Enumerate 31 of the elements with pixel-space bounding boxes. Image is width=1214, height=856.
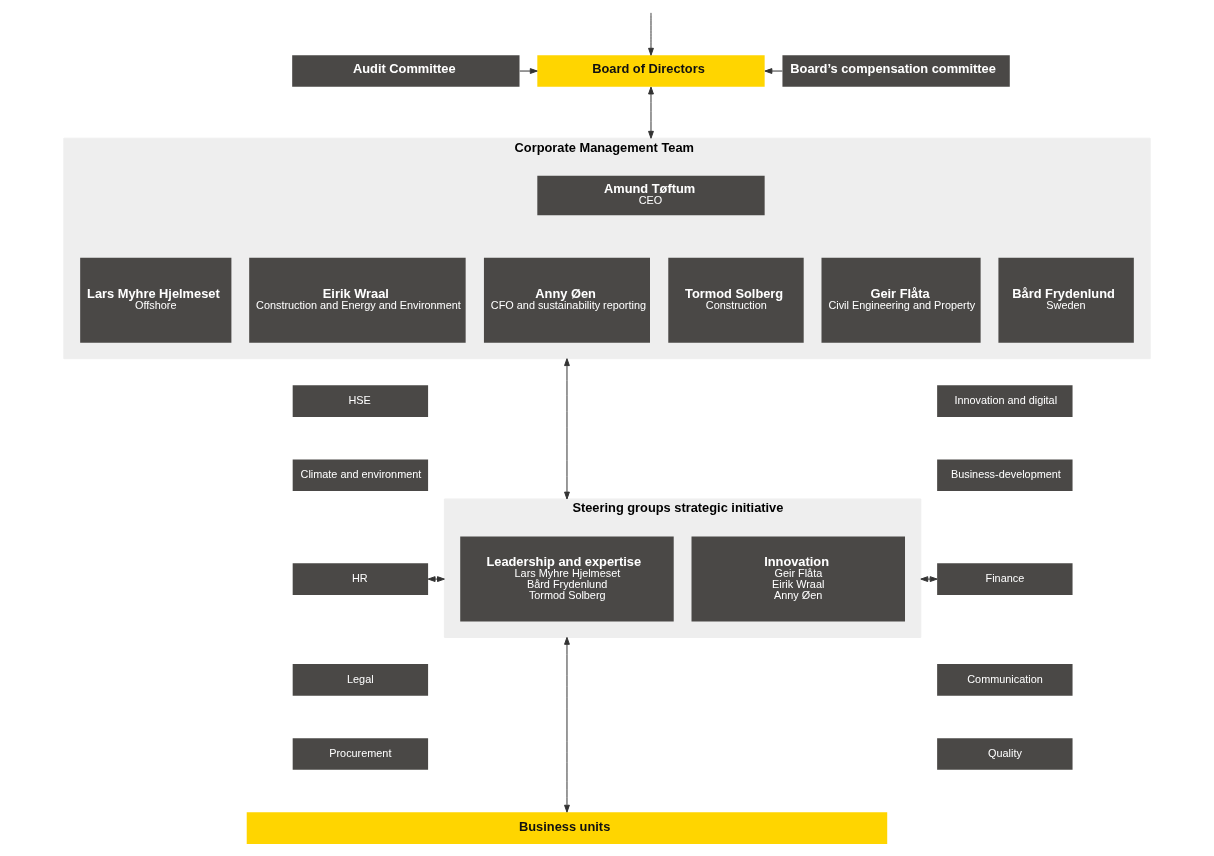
- node-box: Bård Frydenlund Sweden: [998, 257, 1134, 343]
- node-box: Communication: [937, 664, 1073, 696]
- node-box: Amund Tøftum CEO: [537, 175, 765, 216]
- node-box: Innovation Geir Flåta Eirik Wraal Anny Øen: [691, 536, 905, 622]
- arrow: [648, 86, 654, 139]
- node-box: Board’s compensation committee: [782, 55, 1010, 87]
- arrow: [427, 576, 445, 582]
- node-box: Eirik Wraal Construction and Energy and Environment: [249, 257, 466, 343]
- arrow: [519, 68, 538, 74]
- node-box: Audit Committee: [292, 55, 520, 87]
- node-box: Anny Øen CFO and sustainability reporting: [483, 257, 650, 343]
- node-box: Finance: [937, 563, 1073, 595]
- arrow: [564, 358, 570, 500]
- node-box: Board of Directors: [537, 55, 765, 87]
- node-box: Business-development: [937, 459, 1073, 492]
- arrow: [764, 68, 783, 74]
- node-box: Climate and environment: [292, 459, 429, 492]
- node-box: HSE: [292, 385, 429, 417]
- node-box: Lars Myhre Hjelmeset Offshore: [80, 257, 232, 343]
- node-box: Leadership and expertise Lars Myhre Hjelmeset Bård Frydenlund Tormod Solberg: [460, 536, 674, 622]
- node-box: Legal: [292, 664, 429, 696]
- arrow: [648, 12, 654, 56]
- node-box: Procurement: [292, 738, 429, 770]
- arrow: [564, 636, 570, 813]
- arrow: [920, 576, 938, 582]
- node-box: Geir Flåta Civil Engineering and Property: [821, 257, 981, 343]
- node-box: Tormod Solberg Construction: [668, 257, 804, 343]
- node-box: Quality: [937, 738, 1073, 770]
- node-box: HR: [292, 563, 429, 595]
- node-box: Innovation and digital: [937, 385, 1073, 417]
- node-box: Business units: [246, 812, 888, 844]
